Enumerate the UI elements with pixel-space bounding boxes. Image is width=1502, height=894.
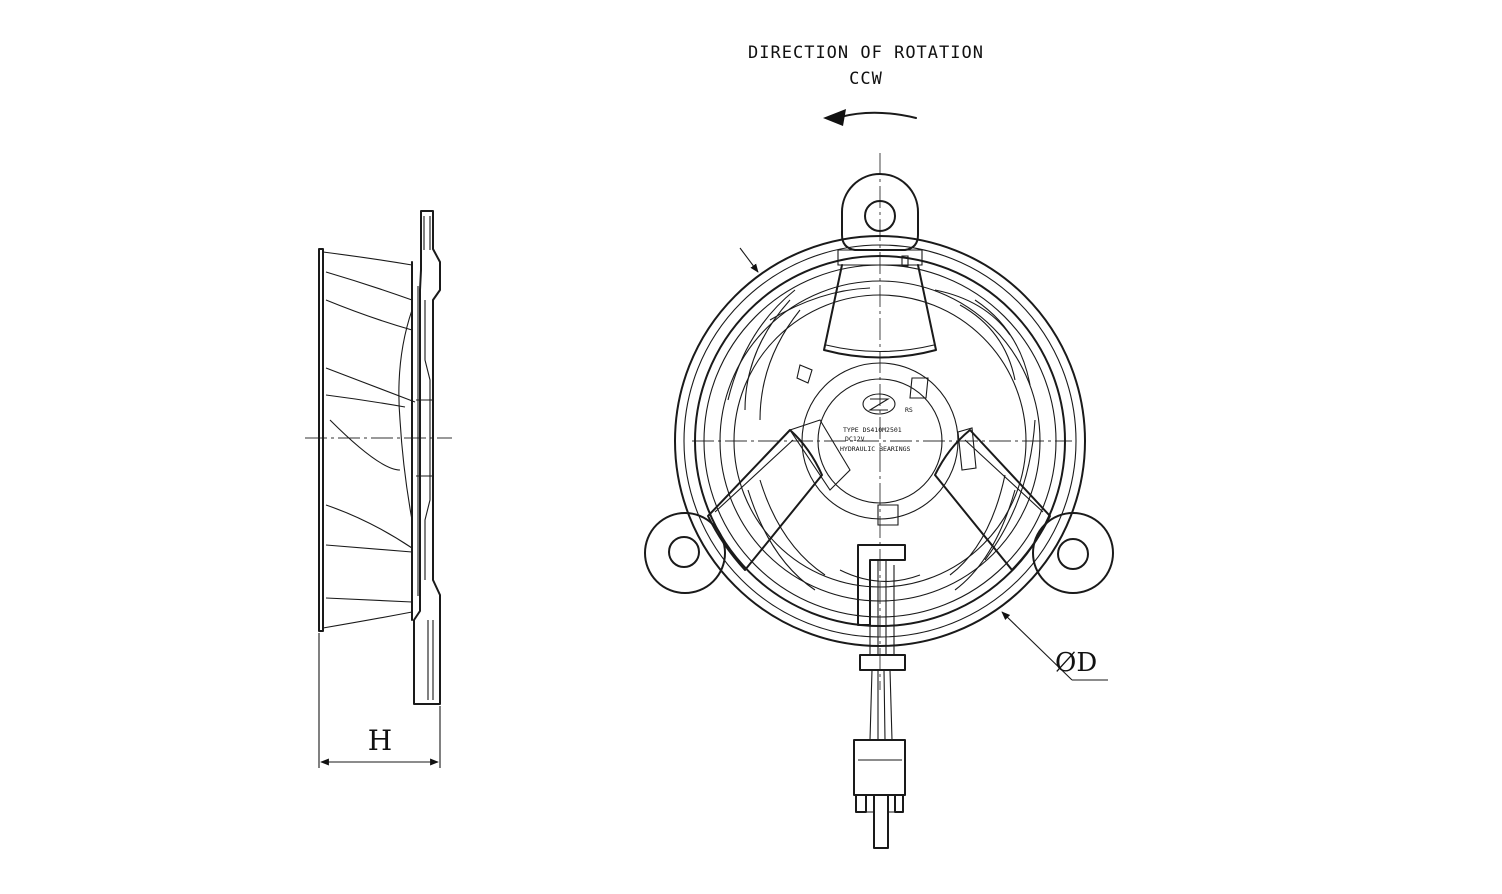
- side-view: [305, 210, 452, 768]
- fan-blades: [727, 287, 1036, 591]
- front-view: [644, 153, 1114, 849]
- rotation-title: DIRECTION OF ROTATION: [748, 43, 984, 63]
- rotation-arrow: [823, 109, 917, 126]
- wire-harness: [853, 504, 906, 849]
- hub-bearing-line: HYDRAULIC BEARINGS: [840, 445, 911, 453]
- hub-disc: [817, 378, 943, 504]
- hub-type-line: TYPE DS410M2501: [843, 426, 902, 434]
- diameter-dimension-label: ØD: [1055, 648, 1097, 678]
- hub-voltage-line: DC12V: [845, 435, 865, 443]
- mounting-lug-left: [644, 364, 851, 594]
- rotation-value: CCW: [849, 69, 883, 89]
- height-dimension-label: H: [368, 724, 392, 757]
- mounting-lug-right: [909, 377, 1114, 594]
- brand-logo-icon: [862, 393, 896, 415]
- hub-corner-mark: RS: [905, 406, 913, 414]
- mounting-lug-top: [823, 173, 937, 359]
